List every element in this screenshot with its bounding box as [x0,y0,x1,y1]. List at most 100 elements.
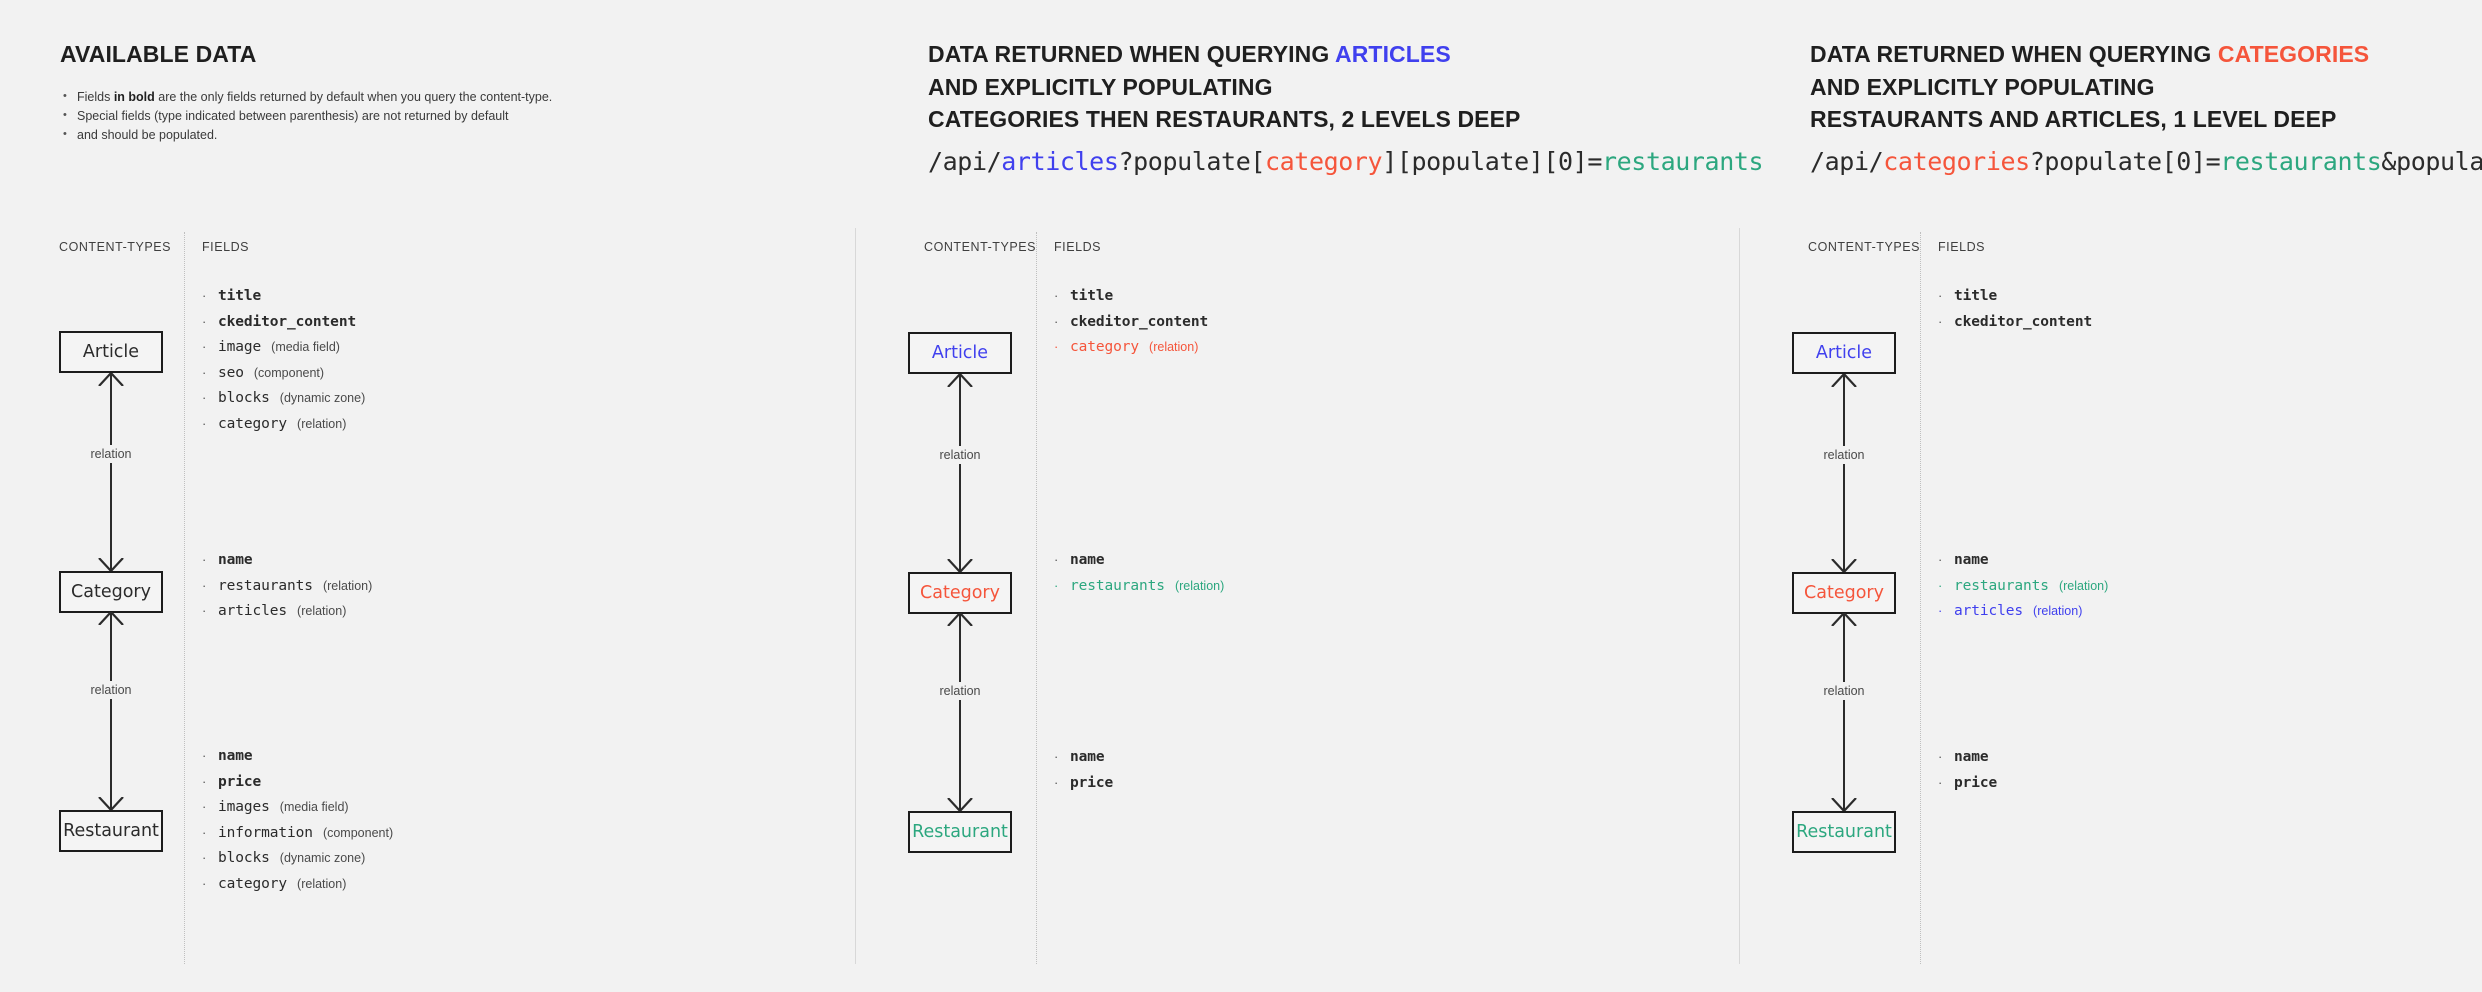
panel-separator-1 [855,228,856,964]
field-name: ckeditor_content [1954,313,2093,330]
bullet-icon: · [1938,577,1943,593]
arrow-stem [110,613,113,809]
bullet-icon: · [202,313,207,329]
relation-label-article-category: relation [934,446,986,464]
arrow-head-down-icon [98,558,124,571]
field-name: category [218,875,288,892]
relation-label-category-restaurant: relation [1818,682,1870,700]
bullet-icon: · [202,603,207,618]
bullet-icon: · [202,577,207,593]
panel-separator-2 [1739,228,1740,964]
relation-arrow-category-restaurant [1824,613,1864,811]
field-type: (dynamic zone) [279,391,366,405]
api-url-articles[interactable]: /api/articles?populate[category][populat… [928,147,1764,176]
bullet-icon: · [202,552,207,567]
bullet-icon: · [1938,552,1943,567]
field-row: · title [202,288,365,314]
arrow-head-down-icon [947,798,973,811]
field-type: (relation) [2033,604,2083,618]
node-article[interactable]: Article [908,332,1012,374]
field-row: ·name [1054,749,1113,775]
bullet-icon: · [1054,577,1059,593]
panel-2-heading: DATA RETURNED WHEN QUERYING ARTICLES AND… [928,41,1521,132]
field-name: articles [218,603,288,619]
relation-arrow-category-restaurant [940,613,980,811]
bullet-icon: · [202,850,207,865]
field-row: ·restaurants(relation) [202,578,372,604]
field-row: ·information(component) [202,825,393,851]
relation-label-category-restaurant: relation [85,681,137,699]
node-article[interactable]: Article [59,331,163,373]
field-type: (relation) [1149,340,1199,354]
column-header-fields: FIELDS [202,240,250,254]
arrow-stem [110,374,113,570]
bullet-icon: · [202,390,207,405]
field-name: price [218,773,262,790]
field-row: ·blocks(dynamic zone) [202,390,365,416]
bullet-icon: · [202,799,207,814]
field-name: name [1954,749,1989,765]
field-row: ·category(relation) [202,416,365,442]
field-name: title [218,288,262,304]
field-list-restaurant: · name · price [1938,749,1997,800]
field-row: · name [202,552,372,578]
field-list-article: ·title·ckeditor_content·image(media fiel… [202,288,365,441]
arrow-head-up-icon [98,373,124,386]
column-header-content-types: CONTENT-TYPES [59,240,172,254]
field-row: ·ckeditor_content [1938,314,2092,340]
bullet-icon: · [1938,288,1943,303]
field-row: ·blocks(dynamic zone) [202,850,393,876]
field-row: ·images(media field) [202,799,393,825]
field-name: price [1954,774,1998,791]
bullet-icon: · [202,288,207,303]
field-row: ·name [1054,552,1224,578]
field-list-category: ·name· restaurants (relation) [1054,552,1224,603]
field-name: articles [1954,603,2024,619]
panel-1-heading: AVAILABLE DATA [60,41,257,67]
node-restaurant[interactable]: Restaurant [1792,811,1896,853]
bullet-icon: · [1938,749,1943,764]
field-type: (relation) [297,416,347,431]
api-url-categories[interactable]: /api/categories?populate[0]=restaurants&… [1810,147,2482,176]
node-article[interactable]: Article [1792,332,1896,374]
field-row: ·articles(relation) [202,603,372,629]
field-name: title [1954,288,1998,304]
field-row: ·price [202,774,393,800]
arrow-head-up-icon [1831,613,1857,626]
node-category[interactable]: Category [908,572,1012,614]
panel-2-heading-accent: ARTICLES [1335,41,1451,67]
field-row: ·ckeditor_content [202,314,365,340]
bullet-icon: · [1054,749,1059,764]
field-name: name [1070,552,1105,568]
field-type: (media field) [279,800,349,814]
arrow-head-down-icon [1831,559,1857,572]
field-row: · restaurants (relation) [1054,578,1224,604]
bullet-icon: · [1054,288,1059,303]
field-name: category [1070,339,1140,355]
field-name: blocks [218,850,270,866]
node-category[interactable]: Category [1792,572,1896,614]
column-header-content-types: CONTENT-TYPES [924,240,1037,254]
arrow-head-up-icon [98,612,124,625]
bullet-icon: · [202,824,207,840]
field-name: price [1070,774,1114,791]
field-type: (relation) [1174,578,1225,593]
field-list-restaurant: ·name· price [1054,749,1113,800]
field-name: restaurants [1070,577,1165,594]
node-restaurant[interactable]: Restaurant [59,810,163,852]
bullet-icon: · [202,748,207,763]
field-name: name [218,552,253,568]
bullet-bold-fields: Fields in bold are the only fields retur… [60,87,552,107]
bullet-icon: · [1938,603,1943,618]
field-name: seo [218,364,244,381]
field-row: · name [1938,749,1997,775]
field-list-category: ·name·restaurants(relation)·articles(rel… [1938,552,2108,629]
panel-query-categories: DATA RETURNED WHEN QUERYING CATEGORIES A… [1740,0,2482,992]
bullet-special-fields-cont: and should be populated. [60,125,552,145]
panel-3-heading-accent: CATEGORIES [2217,41,2370,67]
column-divider [1920,232,1921,964]
node-restaurant[interactable]: Restaurant [908,811,1012,853]
bullet-icon: · [1938,774,1943,790]
node-category[interactable]: Category [59,571,163,613]
